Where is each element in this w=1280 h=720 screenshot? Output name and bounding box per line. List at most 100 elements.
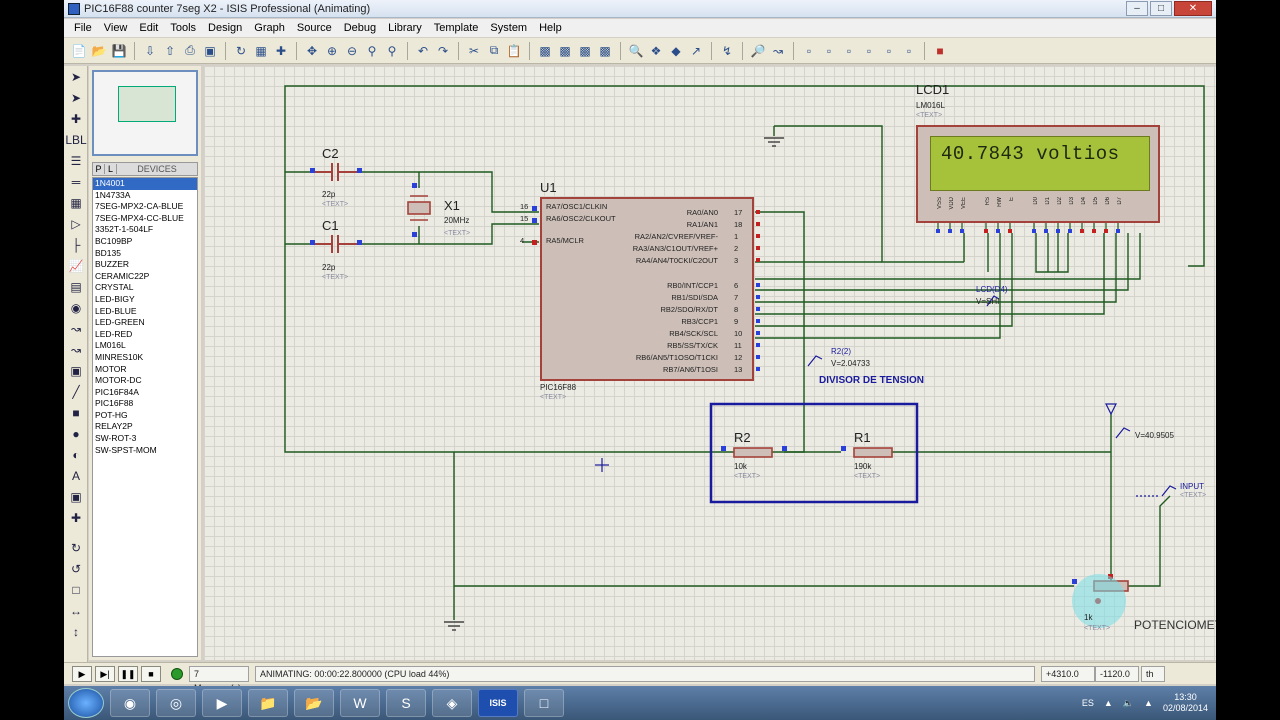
- device-list-item[interactable]: 7SEG-MPX2-CA-BLUE: [95, 201, 184, 212]
- marker-icon[interactable]: ✚: [70, 511, 82, 525]
- stop-button[interactable]: ■: [141, 665, 161, 682]
- symbol-icon[interactable]: ▣: [70, 490, 82, 504]
- menu-source[interactable]: Source: [296, 22, 332, 34]
- clock[interactable]: 13:30 02/08/2014: [1163, 692, 1208, 714]
- taskbar-window-icon[interactable]: □: [524, 689, 564, 717]
- device-list-item[interactable]: BD135: [95, 247, 121, 258]
- menu-tools[interactable]: Tools: [170, 22, 197, 34]
- tray-arrow-icon[interactable]: ▲: [1103, 698, 1113, 708]
- export-icon[interactable]: ⇧: [164, 43, 176, 58]
- device-list-item[interactable]: LM016L: [95, 340, 126, 351]
- decompose-icon[interactable]: ↗: [690, 43, 702, 58]
- device-list-item[interactable]: LED-BLUE: [95, 305, 137, 316]
- taskbar-chrome-icon[interactable]: ◎: [156, 689, 196, 717]
- text-icon[interactable]: A: [71, 469, 80, 483]
- mirror-x-icon[interactable]: ↔: [70, 604, 82, 618]
- zoom-all-icon[interactable]: ⚲: [367, 43, 377, 58]
- terminals-icon[interactable]: ▷: [71, 217, 81, 231]
- cut-icon[interactable]: ✂: [468, 43, 480, 58]
- open-file-icon[interactable]: 📂: [91, 43, 107, 58]
- menu-system[interactable]: System: [490, 22, 528, 34]
- angle-field-icon[interactable]: □: [72, 583, 80, 597]
- paste-icon[interactable]: 📋: [506, 43, 522, 58]
- text-script-icon[interactable]: ☰: [70, 154, 82, 168]
- refresh-icon[interactable]: ↻: [235, 43, 247, 58]
- pick-device-icon[interactable]: 🔍: [628, 43, 644, 58]
- overview-window[interactable]: [92, 70, 198, 156]
- schematic-canvas[interactable]: C2 22p <TEXT> C1 22p <TEXT> X1 20MHz <TE…: [204, 66, 1216, 660]
- device-list-item[interactable]: BC109BP: [95, 235, 133, 246]
- virtual-instruments-icon[interactable]: ▣: [70, 364, 82, 378]
- circle-icon[interactable]: ●: [72, 427, 80, 441]
- menu-graph[interactable]: Graph: [254, 22, 285, 34]
- device-list-item[interactable]: PIC16F88: [95, 398, 134, 409]
- device-list-item[interactable]: RELAY2P: [95, 421, 133, 432]
- bill-of-materials-icon[interactable]: ▫: [886, 43, 892, 58]
- device-list-item[interactable]: 1N4733A: [95, 189, 131, 200]
- menu-view[interactable]: View: [103, 22, 128, 34]
- wire-label-icon[interactable]: LBL: [65, 133, 87, 147]
- device-list-item[interactable]: LED-GREEN: [95, 317, 145, 328]
- volume-icon[interactable]: 🔈: [1122, 697, 1135, 708]
- menu-template[interactable]: Template: [433, 22, 479, 34]
- device-list-item[interactable]: CRYSTAL: [95, 282, 134, 293]
- zoom-out-icon[interactable]: ⊖: [346, 43, 358, 58]
- messages-field[interactable]: 7 Message(s): [189, 665, 249, 693]
- device-list-item[interactable]: MINRES10K: [95, 351, 144, 362]
- device-list-item[interactable]: MOTOR-DC: [95, 375, 142, 386]
- pause-button[interactable]: ❚❚: [118, 665, 138, 682]
- start-button[interactable]: [68, 688, 104, 718]
- device-list-item[interactable]: SW-SPST-MOM: [95, 444, 157, 455]
- device-list-item[interactable]: 1N4001: [93, 178, 197, 190]
- taskbar-skype-icon[interactable]: S: [386, 689, 426, 717]
- packaging-icon[interactable]: ◆: [671, 43, 681, 58]
- remove-sheet-icon[interactable]: ▫: [826, 43, 832, 58]
- buses-icon[interactable]: ═: [71, 175, 81, 189]
- device-list-item[interactable]: CERAMIC22P: [95, 270, 150, 281]
- taskbar-app-icon[interactable]: ◈: [432, 689, 472, 717]
- new-file-icon[interactable]: 📄: [71, 43, 87, 58]
- menu-library[interactable]: Library: [388, 22, 422, 34]
- exit-to-parent-icon[interactable]: ▫: [846, 43, 852, 58]
- rotate-ccw-icon[interactable]: ↺: [70, 562, 82, 576]
- taskbar-explorer-icon[interactable]: 📁: [248, 689, 288, 717]
- network-icon[interactable]: ▲: [1144, 698, 1153, 708]
- generator-icon[interactable]: ◉: [70, 301, 82, 315]
- line-icon[interactable]: ╱: [72, 385, 80, 399]
- arc-icon[interactable]: ◐: [72, 448, 80, 462]
- pick-devices-button[interactable]: P: [93, 164, 105, 174]
- device-list-item[interactable]: SW-ROT-3: [95, 433, 137, 444]
- device-pins-icon[interactable]: ├: [71, 238, 81, 252]
- message-status-icon[interactable]: [171, 667, 183, 680]
- block-delete-icon[interactable]: ▩: [599, 43, 611, 58]
- taskbar-word-icon[interactable]: W: [340, 689, 380, 717]
- device-list-item[interactable]: LED-BIGY: [95, 293, 135, 304]
- block-rotate-icon[interactable]: ▩: [579, 43, 591, 58]
- graph-mode-icon[interactable]: 📈: [68, 259, 84, 273]
- voltage-probe-icon[interactable]: ↝: [70, 322, 82, 336]
- copy-icon[interactable]: ⧉: [489, 43, 499, 57]
- make-device-icon[interactable]: ❖: [650, 43, 662, 58]
- device-list-item[interactable]: MOTOR: [95, 363, 127, 374]
- device-list-item[interactable]: BUZZER: [95, 259, 129, 270]
- language-indicator[interactable]: ES: [1081, 698, 1094, 708]
- print-area-icon[interactable]: ▣: [204, 43, 216, 58]
- print-icon[interactable]: ⎙: [185, 43, 195, 57]
- origin-icon[interactable]: ✚: [275, 43, 287, 58]
- netlist-icon[interactable]: ▫: [866, 43, 872, 58]
- taskbar-folder-icon[interactable]: 📂: [294, 689, 334, 717]
- component-mode-icon[interactable]: ➤: [70, 91, 82, 105]
- redo-icon[interactable]: ↷: [437, 43, 449, 58]
- device-list-item[interactable]: 3352T-1-504LF: [95, 224, 154, 235]
- block-move-icon[interactable]: ▩: [559, 43, 571, 58]
- device-list-item[interactable]: LED-RED: [95, 328, 133, 339]
- pan-icon[interactable]: ✥: [306, 43, 318, 58]
- menu-file[interactable]: File: [74, 22, 92, 34]
- current-probe-icon[interactable]: ↝: [70, 343, 82, 357]
- undo-icon[interactable]: ↶: [417, 43, 429, 58]
- block-copy-icon[interactable]: ▩: [539, 43, 551, 58]
- new-sheet-icon[interactable]: ▫: [806, 43, 812, 58]
- taskbar-isis-icon[interactable]: ISIS: [478, 689, 518, 717]
